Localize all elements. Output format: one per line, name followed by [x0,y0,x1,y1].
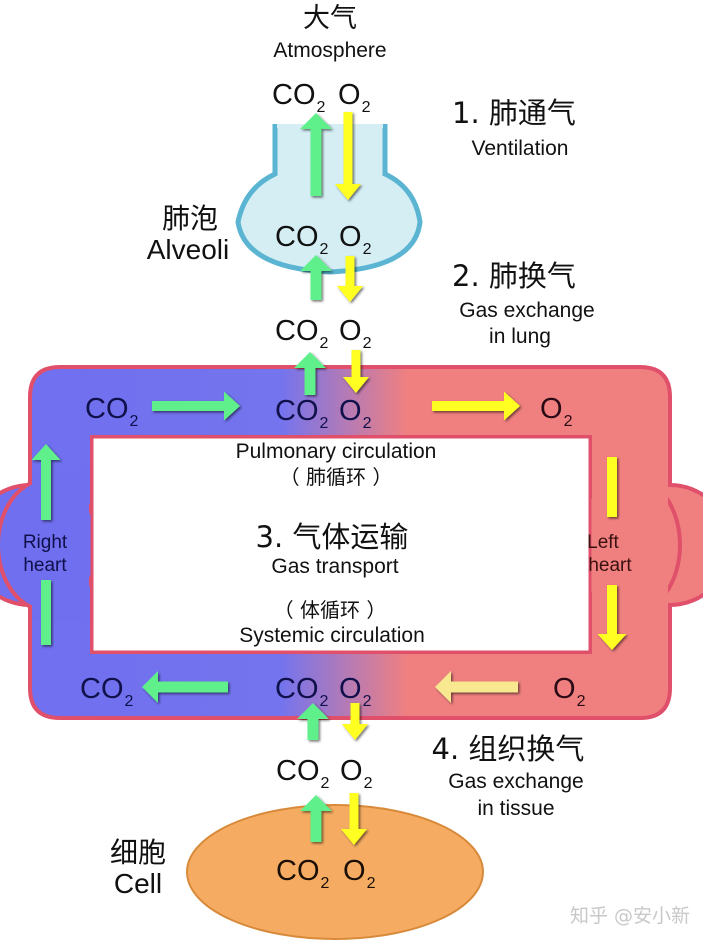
co2-arrow-up-ventilation [300,113,332,196]
co2-pulmonary-center: CO2 [275,395,329,432]
o2-arrow-left-systemic [435,671,518,703]
systemic-circulation-zh: （ 体循环 ） [274,598,387,622]
o2-pulmonary-center: O2 [339,395,372,432]
o2-pulmonary-right: O2 [540,393,573,430]
step-4-title: 4. 组织换气 [432,732,585,766]
co2-pulmonary-left: CO2 [85,393,139,430]
o2-tissue: O2 [340,755,373,792]
step-4-en-line1: Gas exchange [448,770,583,793]
co2-arrow-up-right-heart-bottom [41,580,51,645]
o2-systemic-center: O2 [339,673,372,710]
co2-cell: CO2 [276,855,330,892]
step-3-title: 3. 气体运输 [256,520,409,554]
step-1-title: 1. 肺通气 [452,96,576,130]
o2-lung-capillary: O2 [339,315,372,352]
circulation-loop [0,365,703,720]
step-3-en: Gas transport [271,555,398,578]
cell-body [186,804,484,940]
co2-tissue: CO2 [276,755,330,792]
o2-arrow-down-left-heart-bottom [597,585,627,650]
left-heart-label-2: heart [588,555,632,576]
o2-arrow-down-ventilation [334,112,362,200]
o2-arrow-down-alveoli [336,256,364,302]
step-4-en-line2: in tissue [477,797,554,820]
left-heart-label-1: Left [587,532,619,553]
alveoli-label-zh: 肺泡 [162,202,218,235]
systemic-circulation-en: Systemic circulation [239,624,425,647]
o2-arrow-down-cell [340,793,368,845]
atmosphere-label-en: Atmosphere [273,39,386,62]
o2-systemic-right: O2 [553,673,586,710]
o2-atmosphere: O2 [338,79,371,116]
step-2-en-line2: in lung [489,325,551,348]
co2-alveoli: CO2 [275,221,329,258]
o2-arrow-down-left-heart-top [607,457,617,517]
pulmonary-circulation-zh: （ 肺循环 ） [280,465,393,489]
pulmonary-circulation-en: Pulmonary circulation [236,440,437,463]
o2-alveoli: O2 [339,221,372,258]
step-2-en-line1: Gas exchange [459,299,594,322]
cell-label-en: Cell [114,868,162,899]
alveoli-label-en: Alveoli [147,234,229,265]
co2-arrow-up-cell [300,795,332,842]
co2-lung-capillary: CO2 [275,315,329,352]
cell-label-zh: 细胞 [110,836,166,869]
co2-arrow-left-systemic [142,671,228,703]
step-2-title: 2. 肺换气 [452,259,576,293]
co2-systemic-center: CO2 [275,673,329,710]
o2-arrow-down-lung [342,350,370,393]
o2-arrow-down-tissue [341,703,369,740]
o2-arrow-right-pulmonary [432,391,520,421]
o2-cell: O2 [343,855,376,892]
alveoli-sac [235,124,423,275]
gas-arrows [31,112,627,845]
atmosphere-label-zh: 大气 [303,3,357,34]
co2-arrow-up-right-heart-top [31,444,61,520]
watermark: 知乎 @安小新 [570,905,690,927]
co2-arrow-up-alveoli [300,255,332,300]
co2-atmosphere: CO2 [272,79,326,116]
co2-systemic-left: CO2 [80,673,134,710]
loop-inner-area [90,435,592,654]
co2-arrow-up-lung [294,352,326,395]
alveoli [235,124,423,275]
step-1-en: Ventilation [472,137,569,160]
right-heart-label-1: Right [23,532,68,553]
co2-arrow-up-tissue [297,703,329,740]
right-heart-label-2: heart [23,555,67,576]
co2-arrow-right-pulmonary [152,391,240,421]
